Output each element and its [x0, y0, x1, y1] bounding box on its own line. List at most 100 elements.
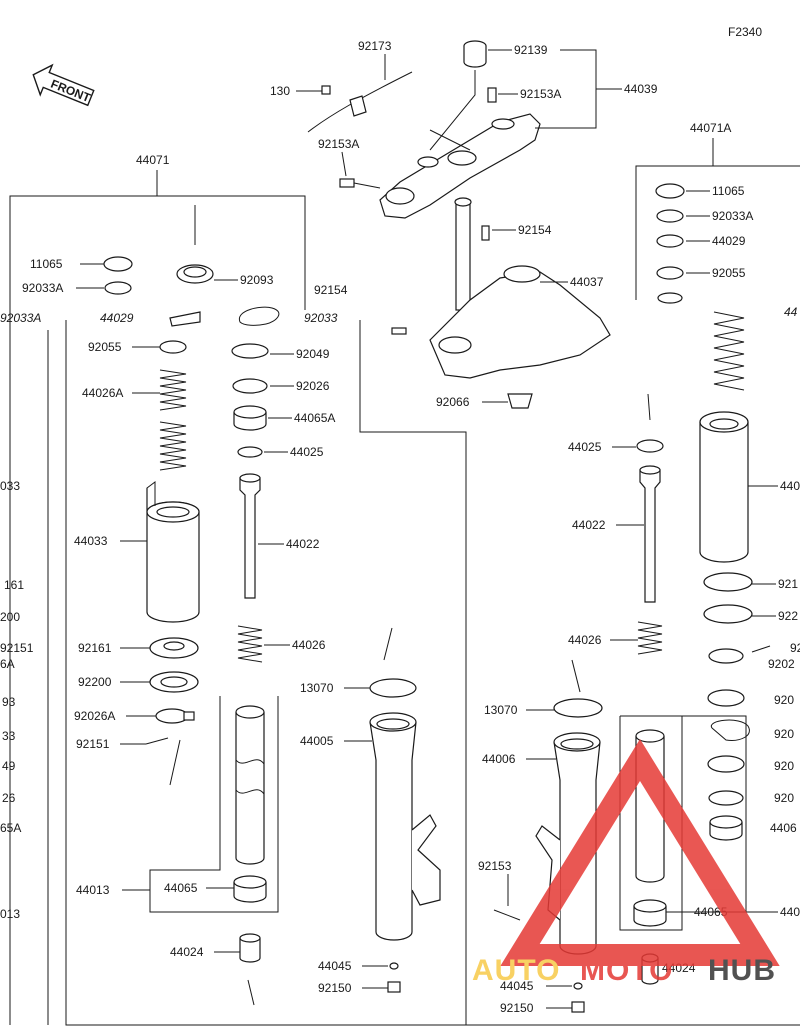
- cutoff-left-9: 65A: [0, 821, 21, 835]
- oring-92055-right: [656, 266, 684, 280]
- label-44045-right: 44045: [500, 979, 534, 993]
- oring-92033a-right: [656, 209, 684, 223]
- label-130: 130: [270, 84, 290, 98]
- oring-13070-left: [369, 678, 417, 698]
- cutoff-right-5: 920: [774, 693, 794, 707]
- label-92026a-left: 92026A: [74, 709, 115, 723]
- oring-13070-right: [553, 698, 603, 718]
- bolt-92150-right: [571, 1001, 585, 1013]
- ring-92026-left: [232, 378, 268, 394]
- ring-right: [708, 790, 744, 806]
- rod-44022-right: [639, 465, 661, 603]
- seal-92049-left: [231, 343, 269, 359]
- label-44026-right: 44026: [568, 633, 602, 647]
- label-92033a-right: 92033A: [712, 209, 753, 223]
- bolt-92153a-top: [487, 87, 497, 103]
- bolt-130: [321, 85, 331, 95]
- washer-44025-left: [237, 446, 263, 458]
- cutoff-left-7: 49: [2, 759, 16, 773]
- cutoff-left-8: 26: [2, 791, 16, 805]
- label-44065-left: 44065: [164, 881, 198, 895]
- cutoff-left-4: 6A: [0, 657, 15, 671]
- washer-92161-inner: [163, 641, 185, 651]
- cutoff-right-2: 922: [778, 609, 798, 623]
- leader-44025-right-arrow: [647, 393, 651, 421]
- leader-44024-left-arrow: [247, 979, 255, 1006]
- label-92200: 92200: [78, 675, 112, 689]
- cap-11065-right: [655, 183, 685, 199]
- bolt-92153a-side: [339, 178, 355, 188]
- wire-clamp: [349, 95, 367, 117]
- label-11065-right: 11065: [712, 184, 745, 198]
- leader-13070-right-arrow: [571, 659, 581, 693]
- damper-tube-left: [235, 705, 265, 865]
- cutoff-left-5: 93: [2, 695, 16, 709]
- washer-44025-right: [636, 439, 664, 453]
- outer-tube-44005: [369, 712, 441, 941]
- bushing-44065a-top: [233, 405, 267, 419]
- label-44005: 44005: [300, 734, 334, 748]
- cutoff-right-8: 920: [774, 791, 794, 805]
- cutoff-left-10: 013: [0, 907, 20, 921]
- cutoff-left-2: 200: [0, 610, 20, 624]
- label-44071: 44071: [136, 153, 170, 167]
- bolt-92154-stem: [481, 225, 490, 241]
- adjuster-44029-right: [656, 234, 684, 248]
- label-44065a-left: 44065A: [294, 411, 335, 425]
- seal-right: [707, 689, 745, 707]
- label-44037: 44037: [570, 275, 604, 289]
- ghost-label-left: 92033A: [0, 311, 41, 325]
- ghost-label-far-right: 44: [784, 305, 798, 319]
- wire-harness: [307, 71, 413, 133]
- label-92153a-top: 92153A: [520, 87, 561, 101]
- label-44026-left: 44026: [292, 638, 326, 652]
- label-92173: 92173: [358, 39, 392, 53]
- leader-92153a-side-bolt: [353, 182, 381, 189]
- cutoff-right-1: 921: [778, 577, 798, 591]
- watermark-auto: AUTO: [472, 954, 560, 987]
- cutoff-right-10: 440: [780, 905, 800, 919]
- circlip-92154: [239, 306, 280, 326]
- washer-right-2: [703, 604, 753, 624]
- screw-right: [751, 645, 771, 653]
- ghost-label-right: 92033: [304, 311, 338, 325]
- inner-box-left: [65, 320, 800, 1026]
- label-44024-left: 44024: [170, 945, 204, 959]
- cutoff-right-6: 920: [774, 727, 794, 741]
- inner-box-mid: [359, 320, 467, 1025]
- label-92049-left: 92049: [296, 347, 330, 361]
- spring-44026a: [159, 369, 187, 471]
- seal-92066: [507, 393, 533, 409]
- spring-right-main: [713, 311, 745, 391]
- oring-92055-left: [159, 340, 187, 354]
- screw-92151: [145, 737, 169, 745]
- assembly-box-44071a: [635, 165, 800, 300]
- watermark-moto: MOTO: [580, 954, 673, 987]
- leader-bracket-a: [429, 70, 476, 151]
- piece-44024-left-top: [239, 933, 261, 943]
- label-92139: 92139: [514, 43, 548, 57]
- label-44039: 44039: [624, 82, 658, 96]
- label-44006: 44006: [482, 752, 516, 766]
- bolt-92153: [493, 909, 521, 921]
- lower-bracket-44037: [429, 265, 611, 379]
- cylinder-44033: [146, 481, 200, 623]
- upper-bracket-44039: [379, 113, 541, 219]
- label-44026a-left: 44026A: [82, 386, 123, 400]
- spacer-right-top: [657, 292, 683, 304]
- label-92033a-left: 92033A: [22, 281, 63, 295]
- washer-44045-left: [389, 962, 399, 970]
- cap-92139: [463, 46, 487, 68]
- label-92055-left: 92055: [88, 340, 122, 354]
- cutoff-right-3: 92: [790, 641, 800, 655]
- label-92066: 92066: [436, 395, 470, 409]
- spring-44026-left: [237, 625, 263, 663]
- clamp-92026a-tab: [183, 711, 195, 721]
- watermark-triangle-icon: [500, 739, 780, 966]
- label-92154-mid: 92154: [314, 283, 348, 297]
- cutoff-left-6: 33: [2, 729, 16, 743]
- ghost-label-mid: 44029: [100, 311, 134, 325]
- cap-11065-left: [103, 256, 133, 272]
